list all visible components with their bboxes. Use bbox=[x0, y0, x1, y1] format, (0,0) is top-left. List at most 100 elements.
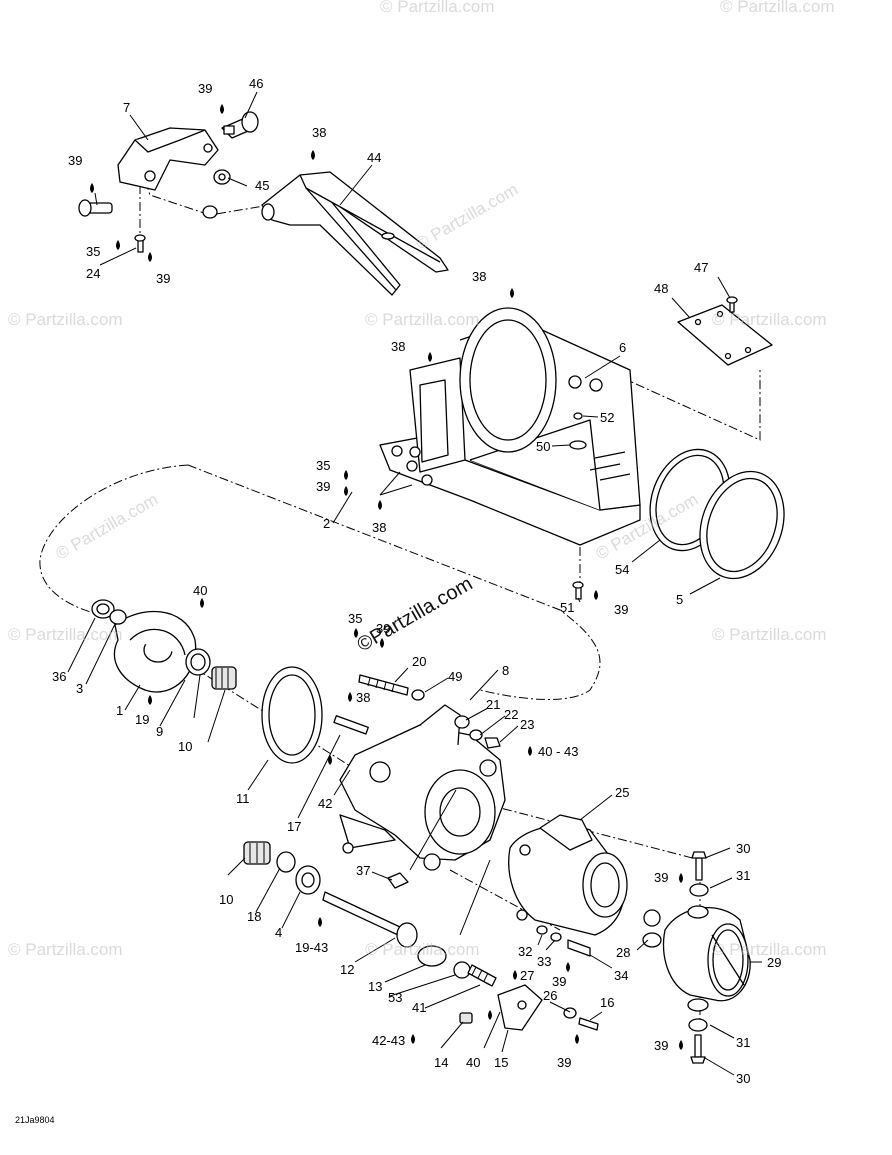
callout: 39 bbox=[316, 479, 330, 494]
bearing-4 bbox=[295, 865, 321, 895]
cap-3 bbox=[109, 609, 127, 625]
callout: 39 bbox=[198, 81, 212, 96]
callout: 30 bbox=[736, 841, 750, 856]
watermark: © Partzilla.com bbox=[380, 0, 495, 16]
sealant-drop-icons bbox=[90, 104, 683, 1050]
watermark: © Partzilla.com bbox=[365, 940, 480, 959]
bushing-28 bbox=[642, 909, 662, 948]
stud-20 bbox=[358, 674, 409, 696]
nut-small bbox=[202, 205, 218, 219]
callout: 45 bbox=[255, 178, 269, 193]
callout: 34 bbox=[614, 968, 628, 983]
callout: 11 bbox=[236, 791, 250, 806]
cover-piece-37 bbox=[387, 872, 409, 889]
bushing-31-bottom bbox=[688, 1018, 708, 1032]
watermark: © Partzilla.com bbox=[53, 490, 162, 564]
callout: 19 bbox=[135, 712, 149, 727]
callout: 54 bbox=[615, 562, 629, 577]
shaft-17 bbox=[333, 715, 369, 735]
callout: 24 bbox=[86, 266, 100, 281]
cap-53 bbox=[453, 961, 471, 979]
callout: 38 bbox=[391, 339, 405, 354]
callout: 39 bbox=[156, 271, 170, 286]
callout: 4 bbox=[275, 925, 282, 940]
callout: 19-43 bbox=[295, 940, 328, 955]
callout: 16 bbox=[600, 995, 614, 1010]
fasteners-32-33-34 bbox=[536, 925, 591, 957]
plug-14 bbox=[459, 1012, 473, 1024]
center-watermark: ©Partzilla.com bbox=[354, 573, 477, 657]
watermark: © Partzilla.com bbox=[712, 940, 827, 959]
callout: 31 bbox=[736, 1035, 750, 1050]
plate-48 bbox=[677, 296, 773, 366]
spring-41 bbox=[467, 964, 497, 987]
washer-50 bbox=[569, 440, 587, 450]
watermark: © Partzilla.com bbox=[8, 310, 123, 329]
leader-lines bbox=[67, 91, 762, 1076]
wear-ring-11 bbox=[261, 666, 323, 764]
callout: 17 bbox=[287, 819, 301, 834]
callout: 5 bbox=[676, 592, 683, 607]
callout: 2 bbox=[323, 516, 330, 531]
callout: 52 bbox=[600, 410, 614, 425]
callout: 42-43 bbox=[372, 1033, 405, 1048]
bearing-10-lower bbox=[243, 841, 271, 865]
callout: 26 bbox=[543, 988, 557, 1003]
callout-labels: 39 46 7 38 44 39 45 35 24 39 38 47 48 38… bbox=[52, 76, 781, 1086]
washer-18 bbox=[276, 851, 296, 873]
callout: 38 bbox=[312, 125, 326, 140]
callout: 38 bbox=[472, 269, 486, 284]
callout: 35 bbox=[316, 458, 330, 473]
callout: 30 bbox=[736, 1071, 750, 1086]
nut-45 bbox=[213, 169, 231, 185]
callout: 47 bbox=[694, 260, 708, 275]
bushing-46 bbox=[221, 111, 259, 139]
callout: 51 bbox=[560, 600, 574, 615]
callout: 23 bbox=[520, 717, 534, 732]
callout: 20 bbox=[412, 654, 426, 669]
steering-bracket bbox=[117, 127, 219, 191]
screw-24 bbox=[134, 234, 146, 253]
o-ring-13 bbox=[417, 945, 447, 967]
callout: 53 bbox=[388, 990, 402, 1005]
callout: 18 bbox=[247, 909, 261, 924]
callout: 50 bbox=[536, 439, 550, 454]
callout: 40 - 43 bbox=[538, 744, 578, 759]
callout: 12 bbox=[340, 962, 354, 977]
callout: 29 bbox=[767, 955, 781, 970]
callout: 10 bbox=[219, 892, 233, 907]
wear-ring-36 bbox=[91, 599, 115, 619]
callout: 38 bbox=[356, 690, 370, 705]
callout: 8 bbox=[502, 663, 509, 678]
callout: 49 bbox=[448, 669, 462, 684]
washers-21-22-23 bbox=[454, 715, 501, 749]
venturi-25 bbox=[508, 814, 628, 936]
assembly-guide-lines bbox=[39, 164, 761, 1020]
callout: 32 bbox=[518, 944, 532, 959]
watermark: © Partzilla.com bbox=[712, 310, 827, 329]
drawing-code: 21Ja9804 bbox=[15, 1115, 55, 1125]
callout: 33 bbox=[537, 954, 551, 969]
screw-16 bbox=[578, 1017, 599, 1031]
callout: 35 bbox=[348, 611, 362, 626]
callout: 39 bbox=[552, 974, 566, 989]
screw-51 bbox=[572, 581, 584, 600]
cover-15 bbox=[497, 984, 543, 1031]
impeller-shaft-12 bbox=[322, 891, 418, 948]
callout: 35 bbox=[86, 244, 100, 259]
callout: 28 bbox=[616, 945, 630, 960]
callout: 7 bbox=[123, 100, 130, 115]
pin-39 bbox=[78, 199, 113, 217]
watermark: © Partzilla.com bbox=[365, 310, 480, 329]
bolt-30-bottom bbox=[690, 1034, 706, 1064]
callout: 27 bbox=[520, 968, 534, 983]
callout: 14 bbox=[434, 1055, 448, 1070]
callout: 42 bbox=[318, 796, 332, 811]
callout: 3 bbox=[76, 681, 83, 696]
callout: 1 bbox=[116, 703, 123, 718]
watermark: © Partzilla.com bbox=[8, 940, 123, 959]
callout: 40 bbox=[466, 1055, 480, 1070]
callout: 6 bbox=[619, 340, 626, 355]
watermark: © Partzilla.com bbox=[8, 625, 123, 644]
callout: 9 bbox=[156, 724, 163, 739]
